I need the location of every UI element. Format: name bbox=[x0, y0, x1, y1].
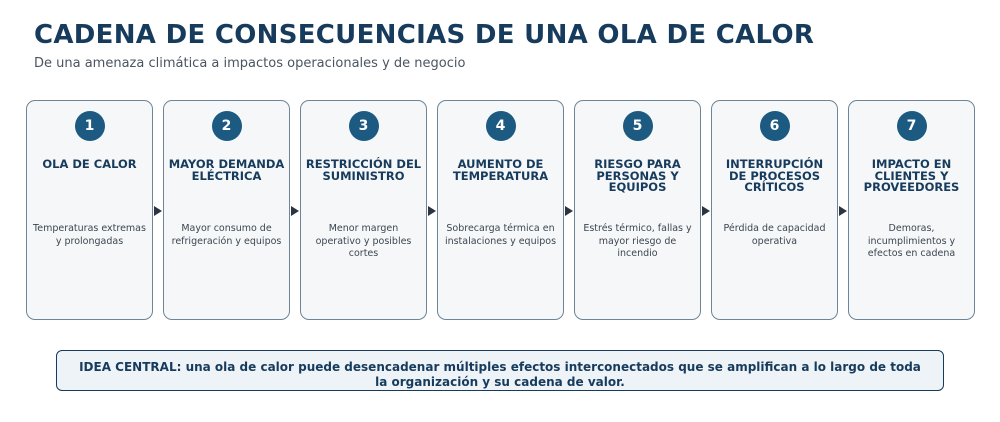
step-card-6: 6 INTERRUPCIÓN DE PROCESOS CRÍTICOS Pérd… bbox=[711, 100, 838, 320]
step-description: Estrés térmico, fallas y mayor riesgo de… bbox=[583, 223, 692, 259]
step-title: RESTRICCIÓN DEL SUMINISTRO bbox=[305, 157, 422, 183]
step-description: Mayor consumo de refrigeración y equipos bbox=[171, 223, 282, 247]
step-title: INTERRUPCIÓN DE PROCESOS CRÍTICOS bbox=[725, 157, 824, 194]
step-card-5: 5 RIESGO PARA PERSONAS Y EQUIPOS Estrés … bbox=[574, 100, 701, 320]
step-card-7: 7 IMPACTO EN CLIENTES Y PROVEEDORES Demo… bbox=[848, 100, 975, 320]
step-title: AUMENTO DE TEMPERATURA bbox=[452, 157, 549, 183]
step-title: OLA DE CALOR bbox=[42, 157, 137, 171]
page-subtitle: De una amenaza climática a impactos oper… bbox=[34, 56, 466, 71]
step-number-badge: 2 bbox=[211, 111, 242, 141]
step-description: Temperaturas extremas y prolongadas bbox=[33, 223, 146, 247]
step-description: Demoras, incumplimientos y efectos en ca… bbox=[867, 223, 956, 259]
step-card-1: 1 OLA DE CALOR Temperaturas extremas y p… bbox=[26, 100, 153, 320]
step-title: MAYOR DEMANDA ELÉCTRICA bbox=[168, 157, 285, 183]
arrow-icon bbox=[565, 206, 573, 216]
step-number-badge: 1 bbox=[74, 111, 105, 141]
step-description: Sobrecarga térmica en instalaciones y eq… bbox=[444, 223, 557, 247]
step-card-2: 2 MAYOR DEMANDA ELÉCTRICA Mayor consumo … bbox=[163, 100, 290, 320]
step-title: IMPACTO EN CLIENTES Y PROVEEDORES bbox=[863, 157, 960, 194]
step-description: Pérdida de capacidad operativa bbox=[723, 223, 826, 247]
step-number-badge: 7 bbox=[896, 111, 927, 141]
consequence-chain: 1 OLA DE CALOR Temperaturas extremas y p… bbox=[26, 100, 975, 320]
arrow-icon bbox=[428, 206, 436, 216]
step-card-3: 3 RESTRICCIÓN DEL SUMINISTRO Menor marge… bbox=[300, 100, 427, 320]
arrow-icon bbox=[291, 206, 299, 216]
page-title: CADENA DE CONSECUENCIAS DE UNA OLA DE CA… bbox=[34, 20, 815, 50]
central-idea-box: IDEA CENTRAL: una ola de calor puede des… bbox=[56, 350, 944, 391]
arrow-icon bbox=[839, 206, 847, 216]
step-card-4: 4 AUMENTO DE TEMPERATURA Sobrecarga térm… bbox=[437, 100, 564, 320]
step-number-badge: 5 bbox=[622, 111, 653, 141]
step-number-badge: 4 bbox=[485, 111, 516, 141]
step-description: Menor margen operativo y posibles cortes bbox=[315, 223, 412, 259]
step-number-badge: 6 bbox=[759, 111, 790, 141]
arrow-icon bbox=[154, 206, 162, 216]
arrow-icon bbox=[702, 206, 710, 216]
step-number-badge: 3 bbox=[348, 111, 379, 141]
step-title: RIESGO PARA PERSONAS Y EQUIPOS bbox=[594, 157, 681, 194]
